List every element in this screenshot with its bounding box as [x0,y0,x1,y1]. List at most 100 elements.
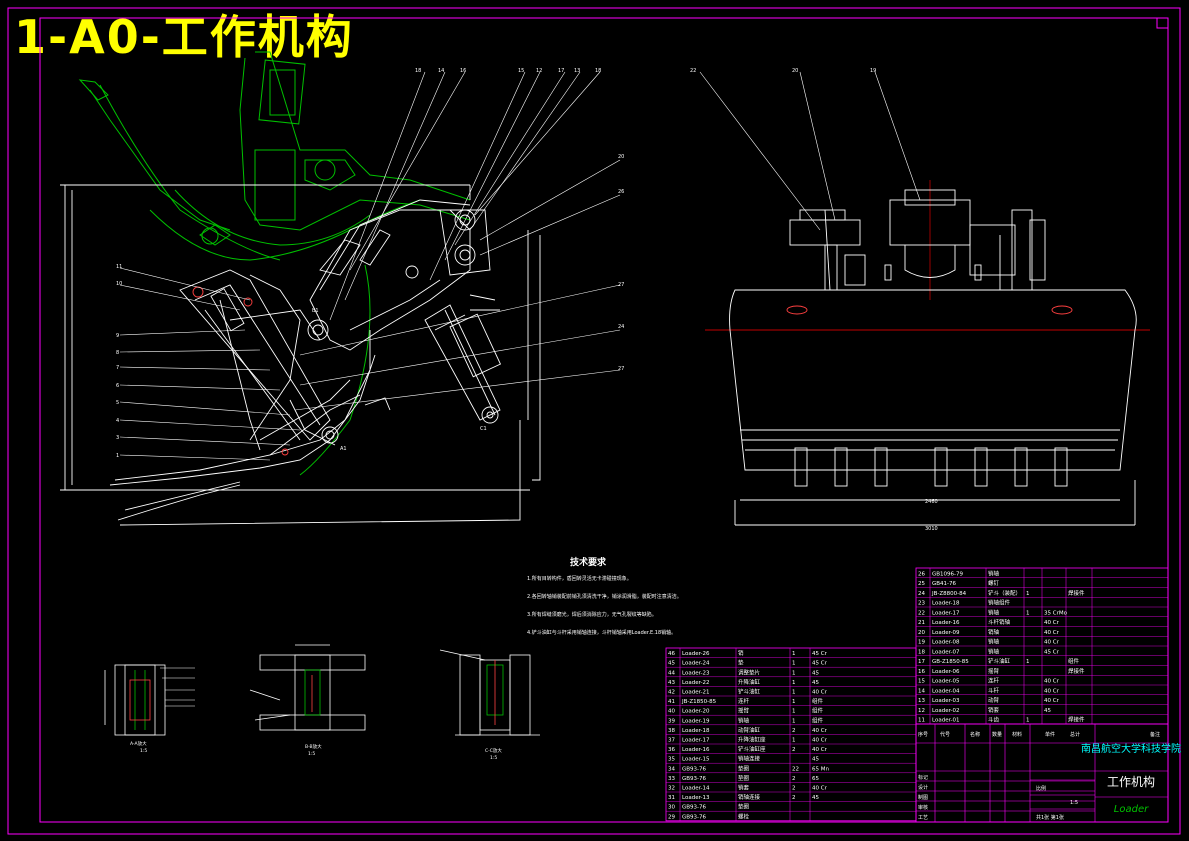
tb-header: 序号 [918,731,928,738]
bom-cell: 22 [918,610,925,616]
bom-cell: 35 [668,757,675,763]
svg-text:18: 18 [415,68,421,74]
bom-cell: 销轴连接 [738,793,761,801]
bom-cell: 销套 [738,784,750,792]
svg-text:A-A放大: A-A放大 [130,740,147,747]
bom-cell: 销轴 [988,608,1000,616]
tb-header: 数量 [992,731,1002,738]
leader-lines [119,71,621,461]
bom-cell: 45 [812,680,819,686]
product-code: Loader [1114,804,1149,815]
bom-cell: GB1096-79 [932,571,964,577]
svg-text:B1: B1 [312,308,319,314]
bom-cell: 垫 [738,659,744,667]
bom-cell: 销轴 [988,638,1000,646]
bom-cell: Loader-19 [682,718,710,724]
bom-cell: 1 [792,690,796,696]
bom-cell: 45 [812,757,819,763]
bom-cell: Loader-03 [932,698,960,704]
bom-cell: 40 [668,709,675,715]
svg-text:A1: A1 [340,446,347,452]
bom-cell: 销轴 [988,647,1000,655]
tech-req-item: 2.各回转轴销装配前销孔须清洗干净，销涂润滑脂，装配时注意清洁。 [527,593,682,600]
bom-cell: 动臂 [988,696,1000,704]
bom-cell: 33 [668,776,675,782]
bom-cell: JB-Z8800-84 [931,591,967,597]
bom-cell: 螺栓 [738,812,750,820]
bom-cell: 1 [1026,718,1030,724]
bom-cell: JB-Z1850-85 [681,699,717,705]
bom-cell: 组件 [812,716,824,724]
inner-frame [39,17,1169,823]
svg-text:3: 3 [116,435,119,441]
bom-cell: 13 [918,698,925,704]
svg-text:27: 27 [618,366,624,372]
bom-cell: 65 [812,776,819,782]
bom-cell: 40 Cr [812,747,828,753]
bom-cell: 2 [792,795,796,801]
bom-cell: 斗齿 [988,717,1000,724]
bom-cell: 21 [918,620,925,626]
bom-cell: 销 [738,649,744,657]
svg-text:B-B放大: B-B放大 [305,743,322,750]
svg-text:27: 27 [618,282,624,288]
sheet-title: 1-A0-工作机构 [14,10,354,64]
bom-cell: 垫圈 [738,764,750,772]
bom-cell: 摇臂 [738,707,750,715]
bom-cell: Loader-04 [932,688,960,694]
bom-cell: 1 [792,661,796,667]
bom-cell: 动臂油缸 [738,726,761,734]
tb-header: 代号 [940,731,950,738]
bom-cell: Loader-16 [682,747,710,753]
bom-cell: GB-Z1850-85 [932,659,969,665]
bom-cell: GB93-76 [682,776,707,782]
bom-cell: 25 [918,581,925,587]
bom-cell: 销轴 [988,569,1000,577]
bom-cell: 1 [1026,591,1030,597]
bom-cell: 2 [792,776,796,782]
svg-text:5: 5 [116,400,119,406]
bom-cell: 17 [918,659,925,665]
school-name: 南昌航空大学科技学院 [1081,742,1181,755]
bom-cell: 1 [792,680,796,686]
svg-text:20: 20 [792,68,798,74]
svg-text:1:5: 1:5 [490,755,497,761]
bom-cell: 40 Cr [812,786,828,792]
tech-req-item: 1.所有目转构件，盾回转灵活无卡滞碰撞现象。 [527,575,632,582]
tb-header: 材料 [1012,731,1022,738]
bom-cell: Loader-09 [932,630,960,636]
svg-text:3010: 3010 [925,526,938,532]
bom-cell: 组件 [812,707,824,715]
bom-cell: Loader-20 [682,709,710,715]
bom-cell: 销轴 [738,716,750,724]
bom-cell: 组件 [1068,657,1080,665]
bom-cell: 24 [918,591,925,597]
tb-header: 备注 [1150,731,1160,738]
svg-text:15: 15 [518,68,524,74]
bom-cell: 37 [668,738,675,744]
bom-cell: Loader-08 [932,640,960,646]
bom-cell: 升降油缸座 [738,736,766,744]
bom-cell: 销轴 [988,628,1000,636]
bom-cell: 销套 [988,706,1000,714]
bucket-outline [114,330,371,481]
svg-text:11: 11 [116,264,122,270]
svg-text:14: 14 [438,68,444,74]
bom-cell: 44 [668,670,675,676]
bom-cell: 焊接件 [1068,716,1085,724]
bom-cell: 26 [918,571,925,577]
svg-text:6: 6 [116,383,119,389]
bom-cell: 垫圈 [738,774,750,782]
bom-cell: 45 Cr [812,651,828,657]
tech-req-item: 4.铲斗油缸与斗杆采用销轴连接，斗杆销轴采用Loader.E.18销轴。 [527,629,676,636]
tech-req-heading: 技术要求 [570,556,607,568]
bom-cell: 35 CrMo [1044,610,1068,616]
bom-cell: 12 [918,708,925,714]
bom-cell: 螺钉 [988,579,1000,587]
bom-cell: 40 Cr [1044,679,1060,685]
svg-text:20: 20 [618,154,624,160]
bom-cell: Loader-07 [932,649,960,655]
